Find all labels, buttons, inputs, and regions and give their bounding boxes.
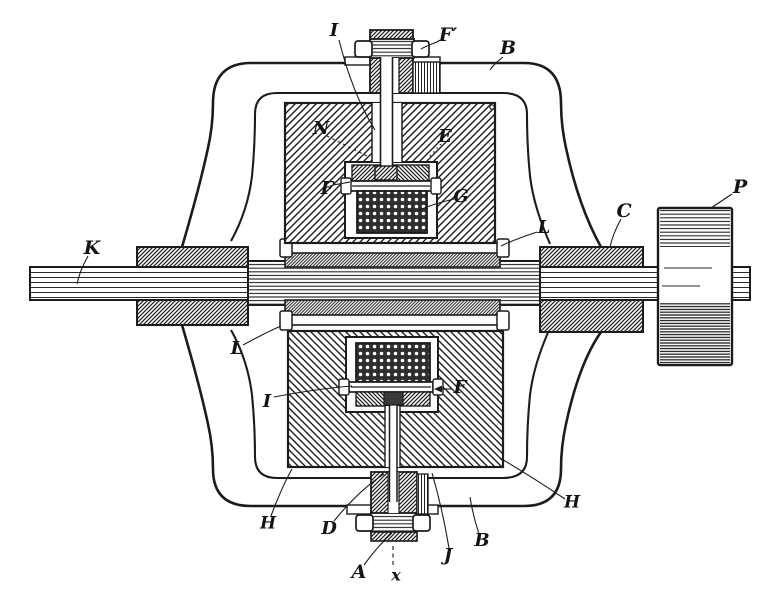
top-pin-left-nut: [354, 40, 373, 58]
upper-armature-strip: [284, 251, 501, 268]
leader-c-right-arm: [609, 218, 622, 248]
bottom-rod-tee: [383, 391, 404, 406]
part-label-i-lower: I: [262, 391, 272, 412]
part-label-p-pulley: P: [732, 176, 748, 198]
part-label-l-upper-right: L: [537, 217, 551, 238]
leader-k-shaft: [76, 255, 89, 285]
leader-l-lower-left: [242, 325, 282, 346]
upper-coil: [356, 190, 428, 234]
leader-a-bolt: [363, 532, 393, 566]
leader-p-pulley: [710, 193, 733, 209]
leader-n-upper-core: [326, 135, 368, 157]
leader-h-lower-right: [499, 457, 566, 500]
top-boss: [412, 61, 441, 94]
top-rod-foot: [374, 165, 398, 181]
part-label-f-prime-top: F′: [438, 24, 458, 46]
leader-b-lower: [469, 496, 480, 535]
pulley-upper-rim: [660, 210, 730, 247]
part-label-a-bolt: A: [350, 561, 367, 583]
part-label-f-lower-bar: F: [453, 377, 468, 398]
leader-l-upper-right: [500, 231, 538, 247]
leader-f-prime-top: [420, 40, 440, 50]
upper-block-corner-mark: [489, 104, 495, 110]
lower-coil: [355, 342, 431, 383]
part-label-x-centerline: x: [390, 566, 401, 585]
bottom-boss: [416, 473, 429, 515]
part-label-b-lower: B: [473, 530, 489, 551]
upper-clamp-right-bolt: [430, 177, 442, 195]
part-label-f-upper-bar: F: [320, 178, 335, 199]
part-label-j-lower: J: [441, 545, 454, 566]
upper-tie-rod: [290, 242, 499, 254]
part-label-k-shaft: K: [83, 237, 102, 259]
top-pin-right-nut: [411, 40, 430, 58]
bottom-bolt-assembly: [355, 471, 431, 542]
leader-i-top: [338, 39, 376, 131]
leader-i-lower: [273, 385, 353, 398]
lower-tie-rod-left-bolt: [279, 310, 293, 331]
bottom-rod: [389, 404, 397, 502]
bottom-cap: [370, 531, 418, 542]
part-label-n-upper-core: N: [312, 118, 331, 139]
leader-j-lower: [431, 472, 450, 549]
top-rod: [380, 57, 393, 167]
upper-tie-rod-right-bolt: [496, 238, 510, 258]
leader-d-lower: [333, 473, 385, 522]
top-pin-body: [369, 38, 415, 59]
leader-h-lower-left: [270, 468, 293, 517]
part-label-l-lower-left: L: [230, 338, 244, 359]
leader-b-top-right: [489, 56, 504, 71]
upper-clamp-left-bolt: [340, 177, 352, 195]
part-label-e-upper-block: E: [437, 126, 452, 147]
part-label-h-lower-left: H: [259, 514, 277, 534]
center-rods: [371, 57, 404, 513]
leader-arrow-f-lower-bar: [434, 385, 442, 393]
part-label-d-lower: D: [320, 518, 337, 539]
lower-armature-strip: [284, 299, 501, 317]
bottom-pin-left-nut: [355, 514, 374, 532]
leader-g-upper-coil: [416, 198, 455, 212]
lower-tie-rod: [290, 314, 499, 326]
part-label-h-lower-right: H: [563, 493, 581, 513]
pulley-lower-rim: [660, 303, 730, 363]
lower-tie-rod-right-bolt: [496, 310, 510, 331]
part-label-g-upper-coil: G: [453, 186, 468, 207]
part-label-b-top-right: B: [499, 37, 516, 59]
part-label-c-right-arm: C: [616, 200, 631, 222]
casing-outer-bottom: [180, 324, 603, 508]
part-label-i-top: I: [329, 20, 339, 41]
bottom-pin-right-nut: [412, 514, 431, 532]
bottom-pin-body: [370, 512, 417, 533]
pulley: [656, 206, 734, 367]
leader-f-upper-bar: [332, 181, 351, 186]
armature-rings: [279, 238, 510, 331]
